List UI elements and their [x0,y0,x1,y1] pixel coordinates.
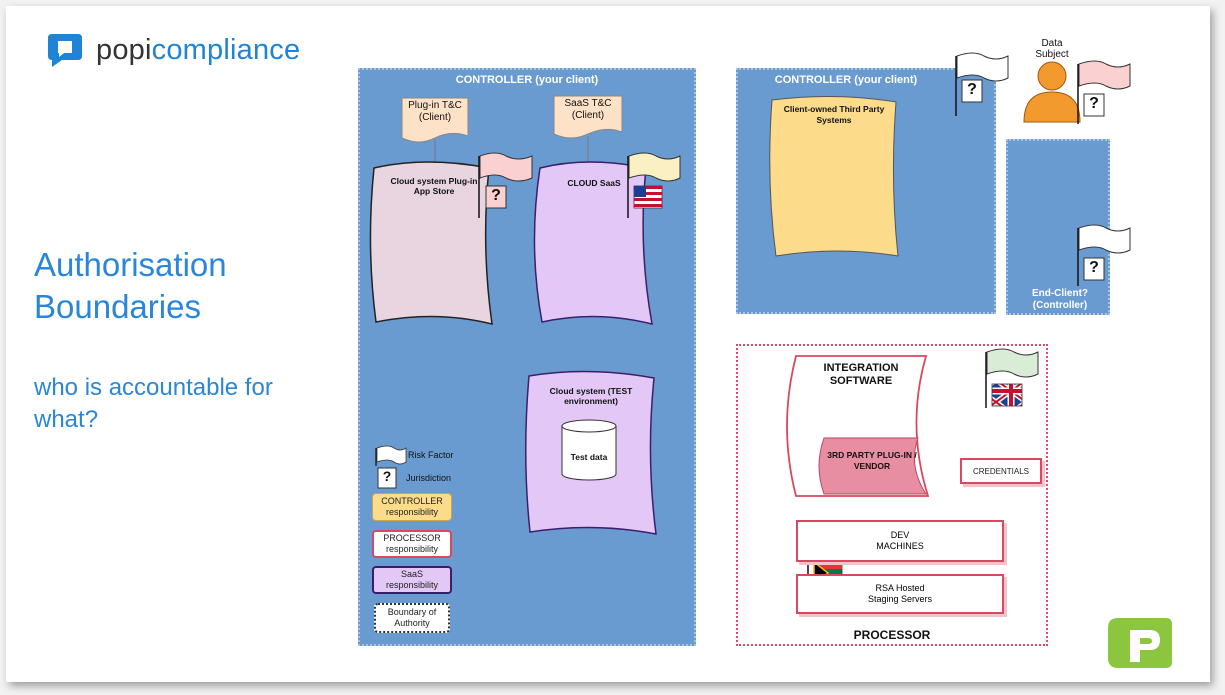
controller-left-title: CONTROLLER (your client) [455,74,599,86]
integration-software-label: INTEGRATION SOFTWARE [823,362,899,387]
cloud-plugin-label: Cloud system Plug-in App Store [390,176,478,196]
controller-right-title: CONTROLLER (your client) [774,74,918,86]
saas-tc-label: SaaS T&C (Client) [564,98,612,121]
legend-saas-box: SaaS responsibility [372,566,452,594]
data-subject-label: Data Subject [1035,38,1069,60]
question-mark-icon: ? [1089,95,1099,112]
credentials-box: CREDENTIALS [960,458,1042,484]
plugin-vendor-label: 3RD PARTY PLUG-IN / VENDOR [827,450,917,471]
end-client-label: End-Client? (Controller) [1031,288,1089,311]
legend-processor-box: PROCESSOR responsibility [372,530,452,558]
legend-boundary-box: Boundary of Authority [374,603,450,633]
data-subject-person-icon [1023,61,1081,123]
question-mark-icon: ? [382,468,392,484]
question-mark-icon: ? [1089,259,1099,276]
cloud-test-label: Cloud system (TEST environment) [549,386,633,406]
cloud-saas-label: CLOUD SaaS [567,178,621,188]
question-mark-icon: ? [491,187,501,204]
slide-title: Authorisation Boundaries [34,246,227,325]
legend-jurisdiction-label: Jurisdiction [406,473,452,483]
dev-machines-box: DEV MACHINES [796,520,1004,562]
question-mark-icon: ? [967,81,977,98]
brand-name-compliance: compliance [151,33,301,66]
processor-label: PROCESSOR [853,628,931,642]
chat-bubble-icon [48,34,82,67]
brand-name-popi: popi [96,33,152,66]
slide-subtitle: who is accountable for what? [34,374,273,433]
controller-left-panel: CONTROLLER (your client) [358,68,696,646]
staging-servers-box: RSA Hosted Staging Servers [796,574,1004,614]
brand-corner-logo-icon [1108,618,1172,668]
legend-controller-box: CONTROLLER responsibility [372,493,452,521]
client-systems-label: Client-owned Third Party Systems [783,104,885,125]
flag-data-subject [1077,60,1131,124]
legend-risk-label: Risk Factor [408,450,454,460]
plugin-tc-label: Plug-in T&C (Client) [408,100,462,123]
test-data-label: Test data [570,452,608,462]
